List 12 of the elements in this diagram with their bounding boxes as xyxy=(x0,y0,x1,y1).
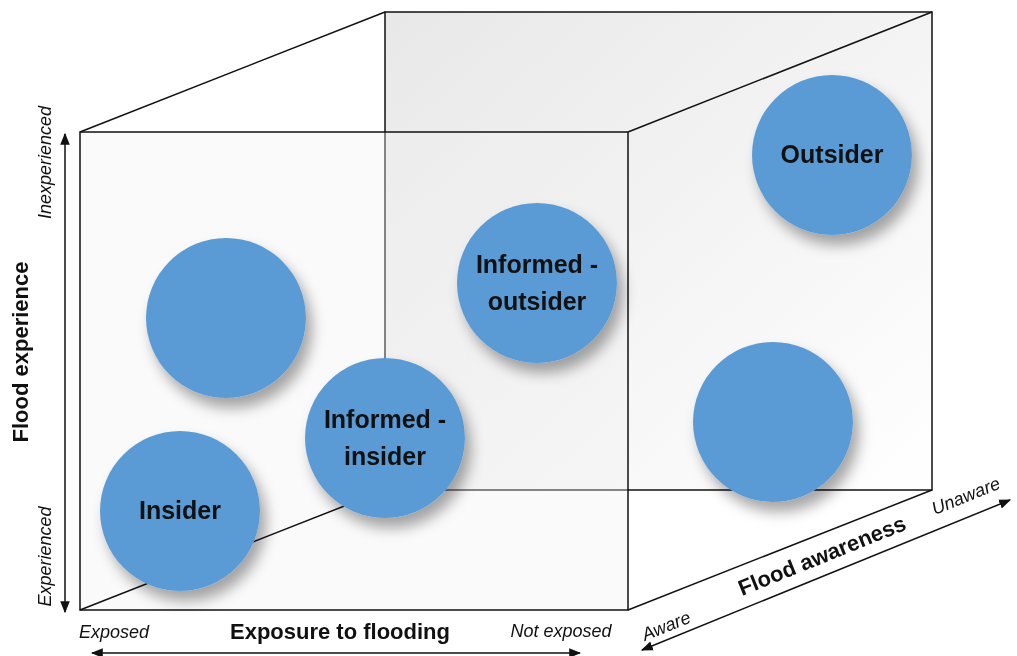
axis-title: Flood experience xyxy=(8,261,34,443)
node-label: Outsider xyxy=(779,139,885,171)
node-label: Informed - outsider xyxy=(474,248,600,317)
axis-title: Exposure to flooding xyxy=(230,619,450,645)
axis-end-label: Not exposed xyxy=(510,620,612,642)
axis-end-label: Experienced xyxy=(34,505,56,607)
axis-end-label: Exposed xyxy=(79,621,150,643)
axis-end-label: Inexperienced xyxy=(34,105,56,219)
node-label: Insider xyxy=(138,495,222,527)
node-label: Informed - insider xyxy=(322,403,448,472)
circle-node xyxy=(305,358,465,518)
axis-end-label: Aware xyxy=(638,606,694,646)
